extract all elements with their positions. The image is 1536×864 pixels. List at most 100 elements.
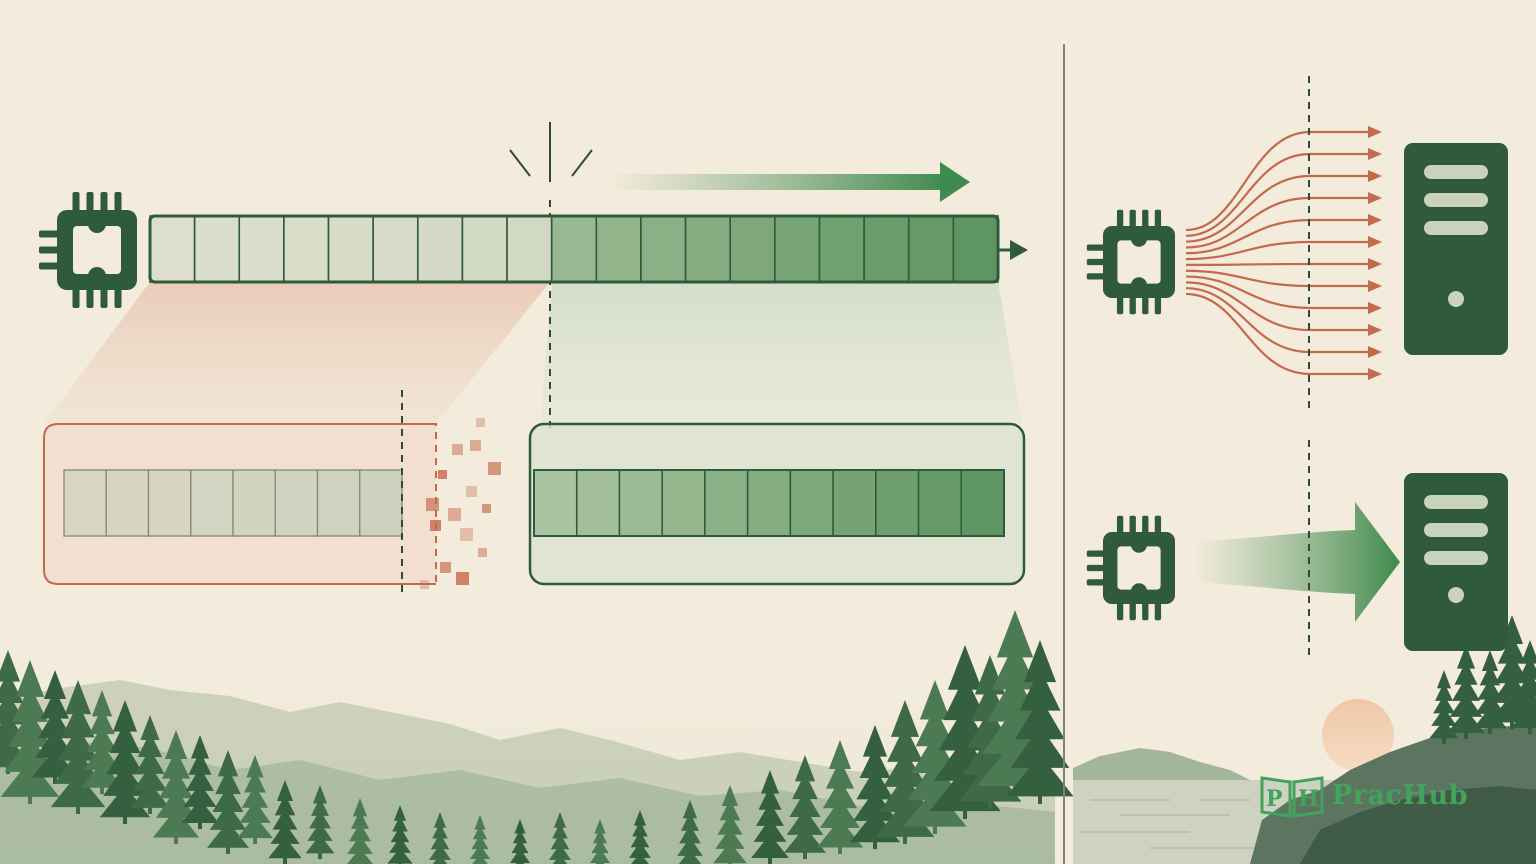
pine-tree xyxy=(677,800,703,864)
pine-tree xyxy=(207,750,249,848)
pine-tree xyxy=(751,770,789,858)
pine-tree xyxy=(509,819,531,864)
brand-name: PracHub xyxy=(1332,779,1468,811)
dropped-cell xyxy=(316,469,361,537)
pine-tree xyxy=(1511,640,1536,728)
connection-arrow xyxy=(1185,130,1370,232)
coastline xyxy=(1073,748,1250,780)
sequence-cell xyxy=(774,215,821,283)
dropped-fan xyxy=(44,282,550,424)
arrowhead xyxy=(1368,258,1382,270)
open-book-icon: P H xyxy=(1260,776,1324,818)
pine-tree xyxy=(347,798,373,864)
arrowhead xyxy=(1368,324,1382,336)
kept-fan xyxy=(540,282,1022,424)
connection-arrow xyxy=(1185,174,1370,243)
kept-cell xyxy=(917,469,963,537)
pine-tree xyxy=(784,755,826,853)
dropped-cell xyxy=(147,469,192,537)
kept-cell xyxy=(832,469,877,537)
connection-arrow xyxy=(1185,275,1370,310)
pine-tree xyxy=(589,819,611,864)
kept-cells xyxy=(533,469,1005,537)
connection-arrow xyxy=(1185,262,1370,267)
arrowhead xyxy=(1368,148,1382,160)
pine-tree xyxy=(181,735,219,823)
brand-monogram-h: H xyxy=(1298,786,1319,812)
sequence-cell xyxy=(461,215,508,283)
arrowhead xyxy=(1368,236,1382,248)
pine-tree xyxy=(875,700,935,837)
connection-arrow xyxy=(1185,269,1370,288)
pine-tree xyxy=(81,690,123,788)
sequence-cell xyxy=(372,215,419,283)
pine-tree xyxy=(469,815,491,864)
pine-tree xyxy=(305,785,335,854)
kept-cell xyxy=(960,469,1005,537)
pine-tree xyxy=(713,785,747,864)
dropped-cell xyxy=(232,469,276,537)
connection-arrow xyxy=(1185,292,1370,376)
dropped-window xyxy=(43,390,501,594)
pine-tree xyxy=(237,755,273,839)
single-stream xyxy=(1086,440,1508,656)
arrowhead xyxy=(1368,214,1382,226)
fragment xyxy=(466,486,477,497)
brand-monogram-p: P xyxy=(1266,786,1283,812)
sequence-cell xyxy=(283,215,330,283)
pine-tree xyxy=(629,810,651,864)
pine-tree xyxy=(549,812,571,864)
sequence-cell xyxy=(818,215,865,283)
kept-cell xyxy=(875,469,920,537)
connection-arrow xyxy=(1185,218,1370,255)
pine-tree xyxy=(849,725,901,843)
pine-tree xyxy=(268,780,302,859)
arrowhead xyxy=(1368,346,1382,358)
cut-marker xyxy=(509,122,593,430)
kept-cell xyxy=(746,469,792,537)
sequence-cell xyxy=(863,215,910,283)
fragment xyxy=(430,520,441,531)
server-icon xyxy=(1404,143,1508,355)
pine-tree xyxy=(1429,670,1459,739)
pine-tree xyxy=(387,805,413,864)
dissolving-fragments xyxy=(420,418,501,589)
kept-cell xyxy=(575,469,621,537)
fragment xyxy=(448,508,461,521)
fragment xyxy=(426,498,439,511)
dropped-cell xyxy=(105,469,150,537)
sequence-cell xyxy=(640,215,687,283)
dropped-cell xyxy=(359,469,403,537)
arrowhead xyxy=(1368,368,1382,380)
pine-tree xyxy=(429,812,451,864)
flow-direction-arrow xyxy=(605,162,970,202)
chip-icon xyxy=(1086,209,1175,315)
sequence-cell xyxy=(907,215,955,283)
landscape-left xyxy=(0,610,1074,864)
dropped-cell xyxy=(63,469,107,537)
pine-tree xyxy=(1447,645,1485,733)
pine-tree xyxy=(152,730,200,838)
sequence-cell xyxy=(952,215,999,283)
fragment xyxy=(470,440,481,451)
sequence-cell xyxy=(595,215,642,283)
main-sequence xyxy=(148,214,1000,284)
kept-cell xyxy=(618,469,663,537)
pine-forest xyxy=(0,610,1074,864)
connection-arrow xyxy=(1185,281,1370,332)
sequence-cell xyxy=(729,215,776,283)
landscape-right xyxy=(1073,615,1536,864)
pine-tree xyxy=(0,650,34,768)
arrowhead xyxy=(1368,170,1382,182)
dropped-cell xyxy=(190,469,234,537)
kept-cell xyxy=(704,469,749,537)
kept-cell xyxy=(789,469,834,537)
fragment xyxy=(460,528,473,541)
connection-arrow xyxy=(1185,152,1370,237)
sequence-cell xyxy=(506,215,553,283)
brand-logo: P H PracHub xyxy=(1258,770,1468,820)
arrowhead xyxy=(1368,192,1382,204)
sequence-cell xyxy=(684,215,732,283)
fragment xyxy=(478,548,487,557)
